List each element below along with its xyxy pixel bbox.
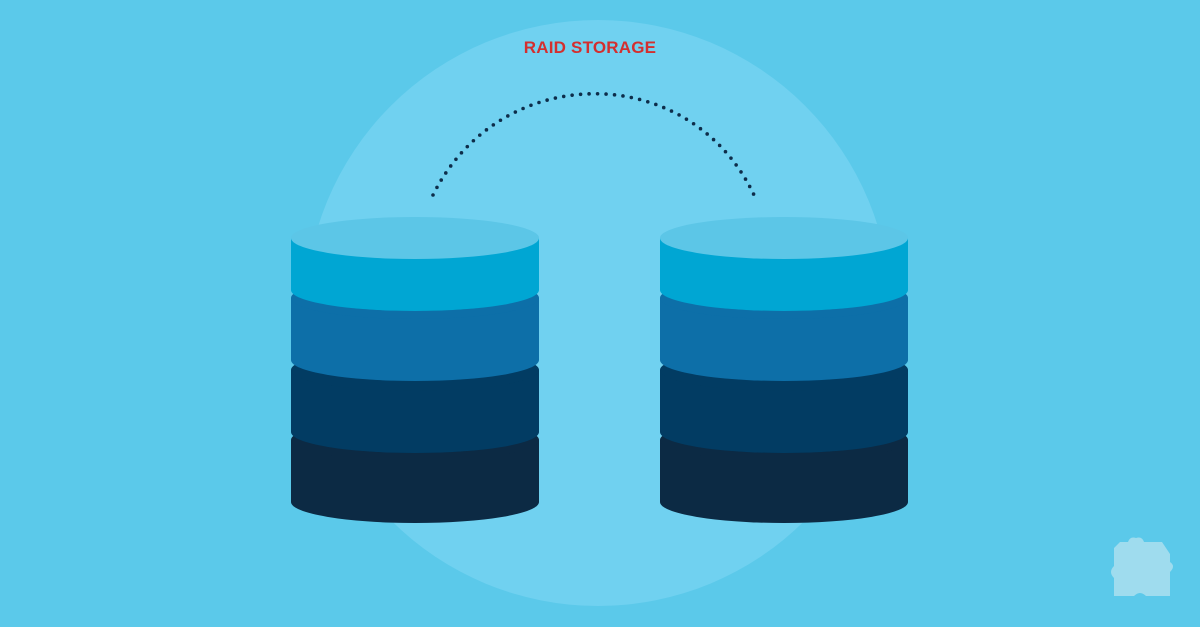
disk-layer-3	[660, 370, 908, 453]
disk-top-face	[660, 217, 908, 259]
disk-top-face	[291, 217, 539, 259]
disk-layer-2	[291, 298, 539, 381]
page-title: RAID STORAGE	[523, 38, 657, 57]
puzzle-piece-icon	[1111, 537, 1173, 596]
disk-layer-4	[660, 440, 908, 523]
disk-layer-1	[291, 238, 539, 311]
mirror-arc-icon	[431, 92, 756, 197]
disk-layer-4	[291, 440, 539, 523]
disk-layer-2	[660, 298, 908, 381]
disk-layer-1	[660, 238, 908, 311]
disk-stack-left-icon	[291, 217, 539, 523]
disk-layer-3	[291, 370, 539, 453]
disk-stack-right-icon	[660, 217, 908, 523]
